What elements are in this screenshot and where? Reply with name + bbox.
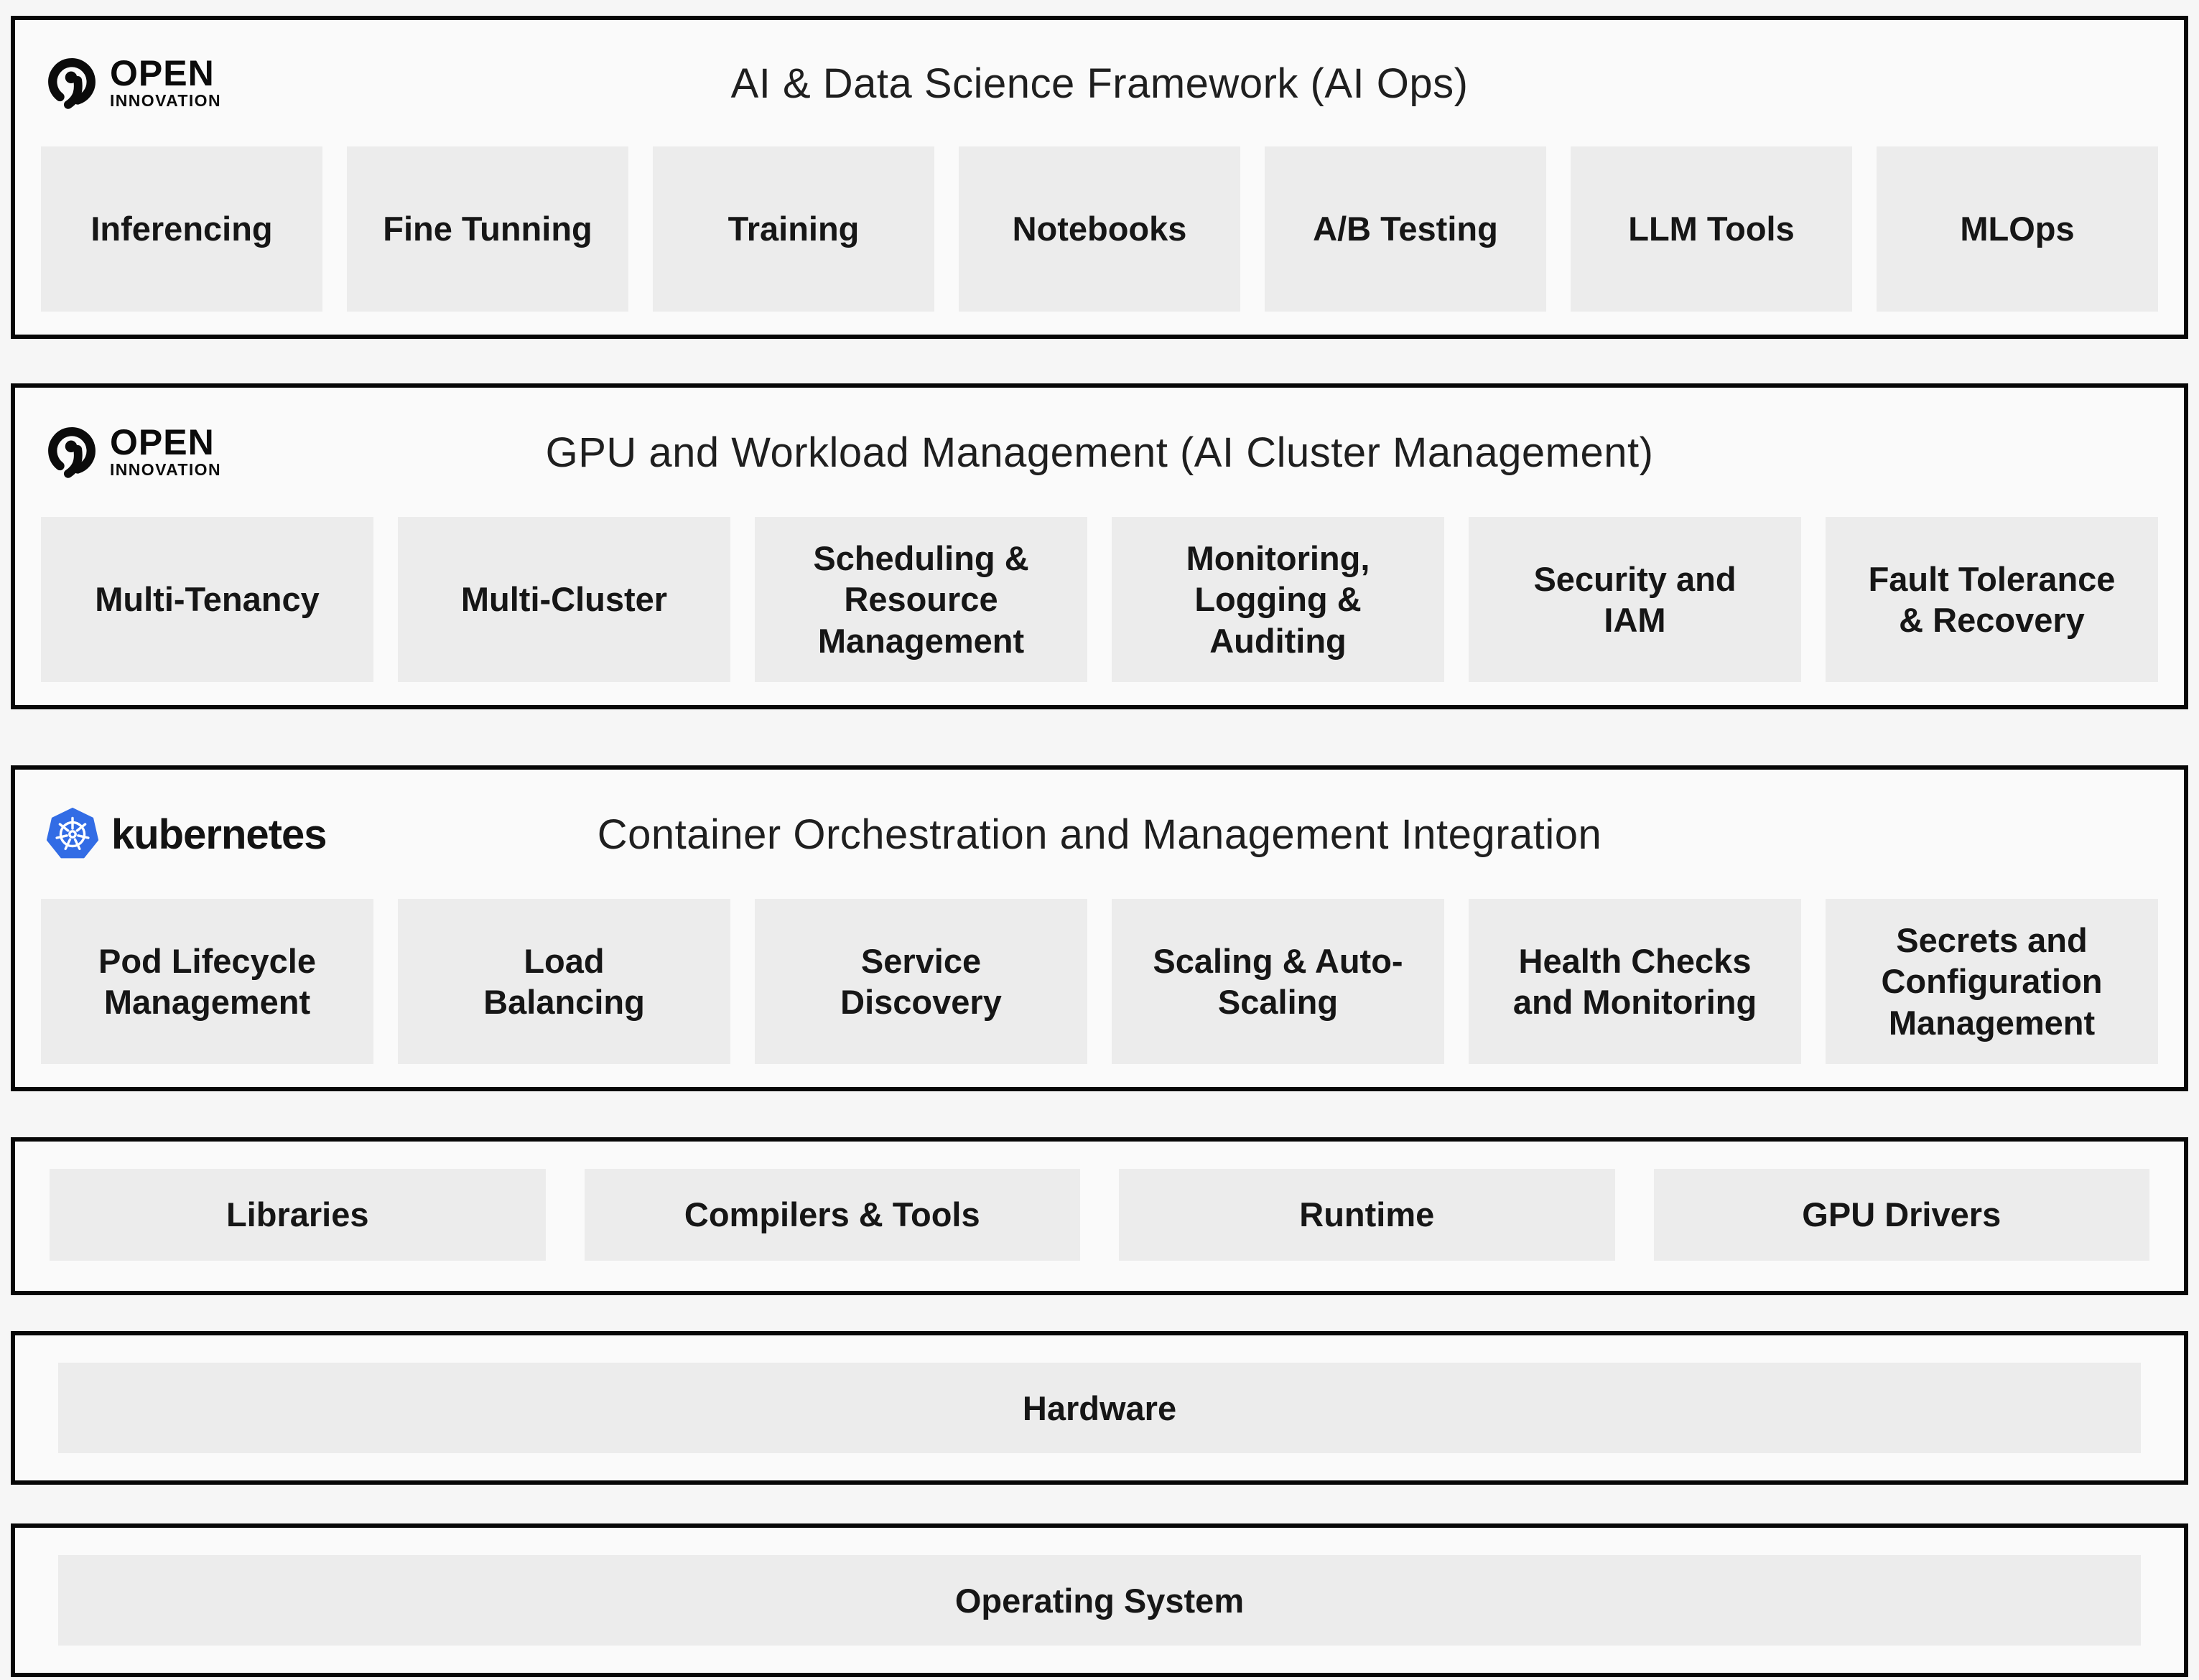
open-innovation-wordmark-line2: INNOVATION xyxy=(110,90,221,110)
section-title: AI & Data Science Framework (AI Ops) xyxy=(730,60,1469,107)
component-box: Scaling & Auto- Scaling xyxy=(1112,899,1444,1064)
component-box: Libraries xyxy=(50,1169,546,1261)
open-innovation-wordmark-line1: OPEN xyxy=(110,53,215,94)
component-box: Security and IAM xyxy=(1469,517,1801,682)
operating-system-box: Operating System xyxy=(58,1555,2141,1646)
kubernetes-wordmark: kubernetes xyxy=(111,811,327,858)
open-innovation-logo: OPEN INNOVATION xyxy=(45,422,221,479)
section-header: OPEN INNOVATION AI & Data Science Framew… xyxy=(15,20,2184,146)
open-innovation-wordmark-line1: OPEN xyxy=(110,422,215,463)
section-title: GPU and Workload Management (AI Cluster … xyxy=(545,429,1654,476)
component-box: Fault Tolerance & Recovery xyxy=(1826,517,2158,682)
component-box: Monitoring, Logging & Auditing xyxy=(1112,517,1444,682)
component-box: Pod Lifecycle Management xyxy=(41,899,373,1064)
component-box: Secrets and Configuration Management xyxy=(1826,899,2158,1064)
kubernetes-mark-icon xyxy=(46,808,99,859)
section-system-software: Libraries Compilers & Tools Runtime GPU Dri… xyxy=(11,1137,2188,1295)
component-box: Compilers & Tools xyxy=(584,1169,1080,1261)
component-box: Fine Tunning xyxy=(347,146,628,312)
component-box: Notebooks xyxy=(959,146,1240,312)
section-title: Container Orchestration and Management I… xyxy=(597,811,1602,858)
component-box: LLM Tools xyxy=(1571,146,1852,312)
section-ai-data-science-framework: OPEN INNOVATION AI & Data Science Framew… xyxy=(11,16,2188,339)
open-innovation-wordmark-line2: INNOVATION xyxy=(110,459,221,479)
hardware-box: Hardware xyxy=(58,1363,2141,1453)
component-row: Libraries Compilers & Tools Runtime GPU Dri… xyxy=(50,1169,2149,1261)
open-innovation-mark-icon xyxy=(48,427,96,478)
section-gpu-workload-management: OPEN INNOVATION GPU and Workload Managem… xyxy=(11,383,2188,709)
component-box: Inferencing xyxy=(41,146,322,312)
component-box: Service Discovery xyxy=(755,899,1087,1064)
section-operating-system: Operating System xyxy=(11,1523,2188,1677)
component-box: Scheduling & Resource Management xyxy=(755,517,1087,682)
component-box: Multi-Cluster xyxy=(398,517,730,682)
component-box: GPU Drivers xyxy=(1653,1169,2149,1261)
section-hardware: Hardware xyxy=(11,1331,2188,1485)
component-box: Training xyxy=(653,146,934,312)
section-header: OPEN INNOVATION GPU and Workload Managem… xyxy=(15,388,2184,517)
component-box: Runtime xyxy=(1119,1169,1615,1261)
open-innovation-wordmark: OPEN INNOVATION xyxy=(110,53,221,110)
open-innovation-logo: OPEN INNOVATION xyxy=(45,53,221,110)
kubernetes-logo: kubernetes xyxy=(45,808,327,861)
open-innovation-mark-icon xyxy=(48,58,96,109)
component-box: Load Balancing xyxy=(398,899,730,1064)
component-box: MLOps xyxy=(1877,146,2158,312)
component-box: Health Checks and Monitoring xyxy=(1469,899,1801,1064)
section-header: kubernetes Container Orchestration and M… xyxy=(15,770,2184,899)
open-innovation-wordmark: OPEN INNOVATION xyxy=(110,422,221,479)
component-box: A/B Testing xyxy=(1265,146,1546,312)
component-box: Multi-Tenancy xyxy=(41,517,373,682)
section-container-orchestration: kubernetes Container Orchestration and M… xyxy=(11,765,2188,1091)
